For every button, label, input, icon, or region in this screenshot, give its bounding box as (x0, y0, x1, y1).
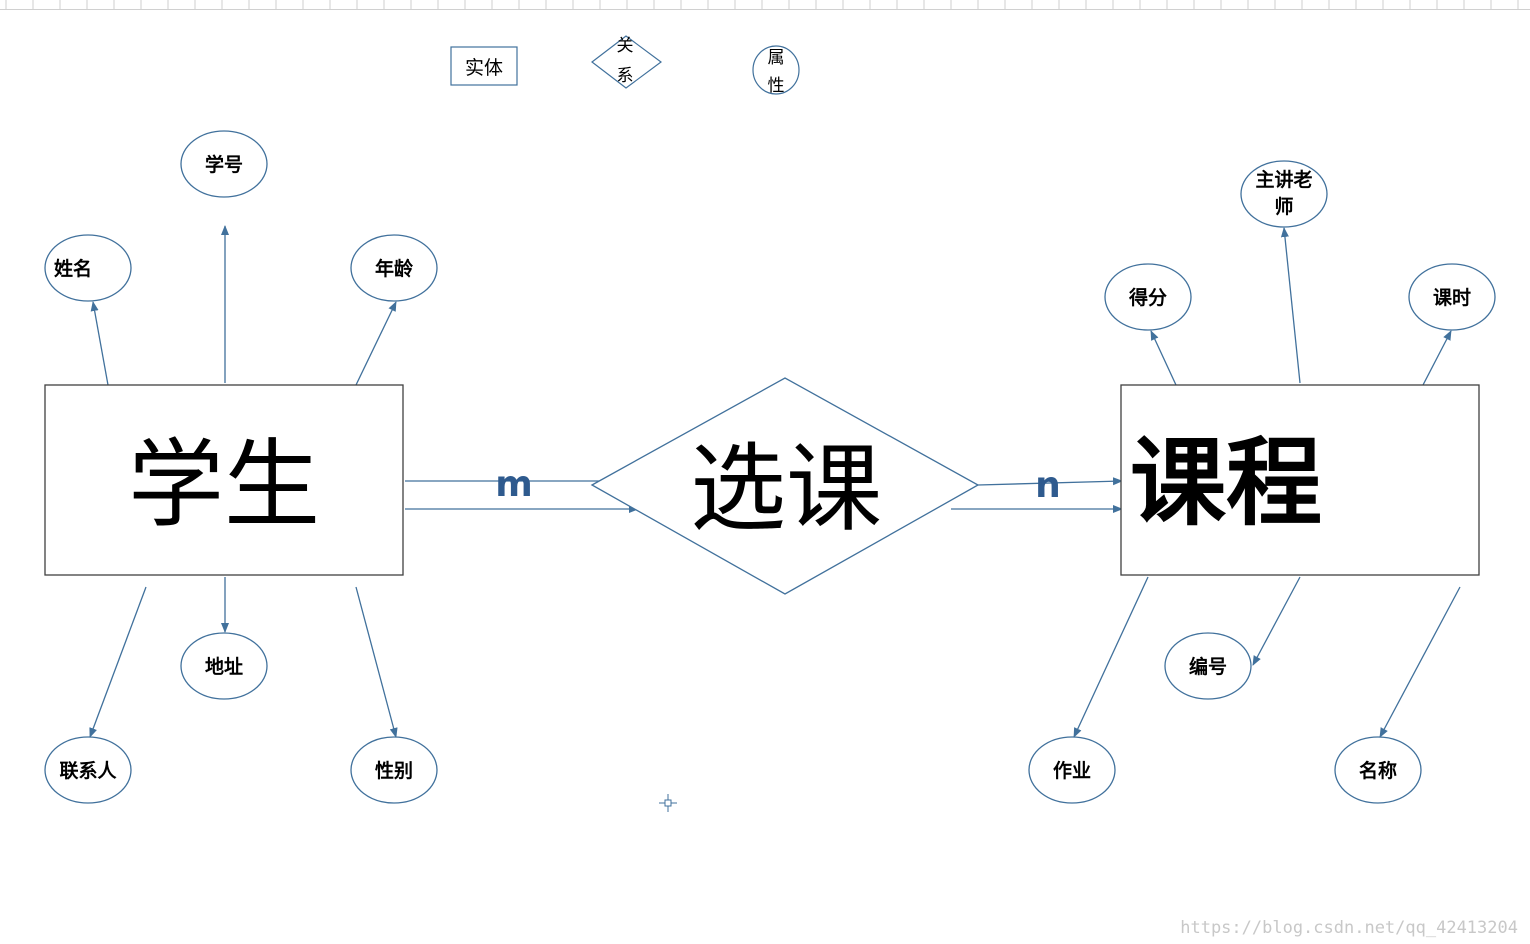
attribute-student-address[interactable]: 地址 (180, 632, 268, 700)
connector-course-title (1379, 586, 1461, 738)
connector-student-gender (355, 586, 398, 738)
attribute-course-number[interactable]: 编号 (1164, 632, 1252, 700)
connector-course-homework (1073, 576, 1149, 738)
attribute-course-hours-label: 课时 (1433, 287, 1471, 309)
connector-student-name (90, 301, 109, 386)
attribute-course-teacher[interactable]: 主讲老 师 (1240, 160, 1328, 228)
attribute-course-number-label: 编号 (1189, 655, 1227, 678)
ruler (0, 0, 1530, 10)
connector-course-relationship-1 (977, 477, 1123, 486)
legend-relationship-label-2: 系 (617, 66, 634, 86)
legend-attribute-label-1: 属 (768, 48, 785, 68)
connector-course-score (1150, 330, 1177, 386)
legend-attribute-shape (752, 45, 800, 95)
attribute-student-address-label: 地址 (205, 655, 243, 678)
connector-student-contact (89, 586, 147, 738)
legend-relationship-label-1: 关 (617, 36, 634, 56)
cardinality-n: n (1035, 465, 1061, 506)
entity-student[interactable]: 学生 (44, 384, 404, 576)
crosshair-cursor-icon (659, 794, 677, 812)
attribute-student-contact-label: 联系人 (59, 760, 117, 782)
connectors (89, 225, 1461, 738)
entity-student-label: 学生 (128, 429, 320, 541)
attribute-student-gender-label: 性别 (375, 759, 413, 782)
attribute-student-age-label: 年龄 (375, 257, 414, 280)
attribute-student-name[interactable]: 姓名 (44, 234, 132, 302)
attribute-student-age[interactable]: 年龄 (350, 234, 438, 302)
connector-course-number (1252, 576, 1301, 666)
attribute-course-homework-label: 作业 (1053, 759, 1091, 782)
legend-entity-shape (450, 46, 518, 86)
attribute-course-title[interactable]: 名称 (1334, 736, 1422, 804)
connector-course-hours (1422, 330, 1452, 386)
legend: 实体 关 系 属 性 (450, 35, 800, 96)
relationship-label: 选课 (690, 433, 882, 545)
attribute-course-score-label: 得分 (1128, 286, 1167, 309)
attribute-student-gender[interactable]: 性别 (350, 736, 438, 804)
watermark: https://blog.csdn.net/qq_42413204 (1180, 918, 1518, 938)
attribute-course-hours[interactable]: 课时 (1408, 263, 1496, 331)
attribute-student-id-label: 学号 (205, 153, 243, 176)
cardinality-m: m (495, 464, 533, 505)
attribute-course-title-label: 名称 (1359, 759, 1397, 782)
attribute-course-homework[interactable]: 作业 (1028, 736, 1116, 804)
entity-course-label: 课程 (1130, 427, 1322, 539)
relationship-enrollment[interactable]: 选课 (590, 377, 980, 595)
attribute-student-name-label: 姓名 (54, 257, 92, 280)
connector-course-teacher (1280, 227, 1301, 384)
legend-relationship-shape (591, 35, 663, 89)
legend-attribute-label-2: 性 (768, 76, 785, 96)
entity-course[interactable]: 课程 (1120, 384, 1480, 576)
attribute-course-teacher-label-1: 主讲老 (1255, 168, 1312, 191)
attribute-student-contact[interactable]: 联系人 (44, 736, 132, 804)
legend-entity-label: 实体 (465, 57, 503, 79)
attribute-student-id[interactable]: 学号 (180, 130, 268, 198)
connector-student-age (355, 301, 397, 386)
attribute-course-teacher-label-2: 师 (1274, 196, 1293, 218)
attribute-course-score[interactable]: 得分 (1104, 263, 1192, 331)
